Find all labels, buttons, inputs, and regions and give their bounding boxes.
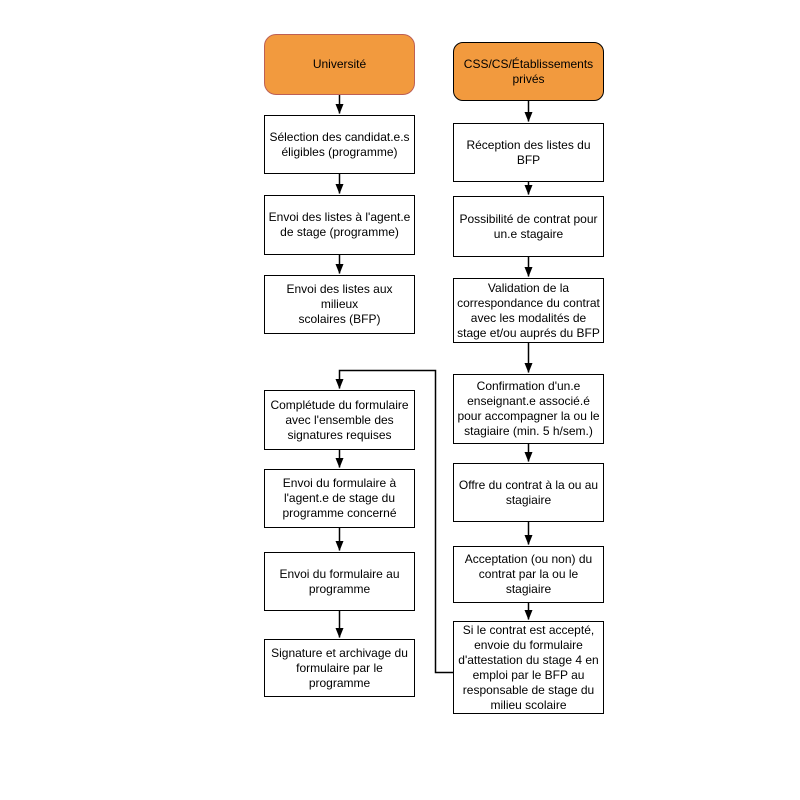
node-envoi-formulaire-programme: Envoi du formulaire au programme	[264, 552, 415, 611]
node-confirmation-enseignant: Confirmation d'un.e enseignant.e associé…	[453, 374, 604, 444]
node-validation-correspondance: Validation de la correspondance du contr…	[453, 278, 604, 343]
node-completude-formulaire: Complétude du formulaire avec l'ensemble…	[264, 390, 415, 450]
node-signature-archivage: Signature et archivage du formulaire par…	[264, 639, 415, 697]
node-reception-listes: Réception des listes du BFP	[453, 123, 604, 182]
loop-connector-contrat-to-completude	[335, 369, 453, 674]
node-possibilite-contrat: Possibilité de contrat pour un.e stagair…	[453, 196, 604, 257]
node-selection-candidats: Sélection des candidat.e.s éligibles (pr…	[264, 115, 415, 174]
node-envoi-listes-milieux: Envoi des listes aux milieux scolaires (…	[264, 275, 415, 334]
node-offre-contrat: Offre du contrat à la ou au stagiaire	[453, 463, 604, 522]
node-contrat-accepte-envoi: Si le contrat est accepté, envoie du for…	[453, 621, 604, 714]
node-universite: Université	[264, 34, 415, 95]
node-envoi-formulaire-agent: Envoi du formulaire à l'agent.e de stage…	[264, 469, 415, 528]
node-css-etablissements: CSS/CS/Établissements privés	[453, 42, 604, 101]
node-acceptation-contrat: Acceptation (ou non) du contrat par la o…	[453, 546, 604, 603]
node-envoi-listes-agent: Envoi des listes à l'agent.e de stage (p…	[264, 195, 415, 255]
